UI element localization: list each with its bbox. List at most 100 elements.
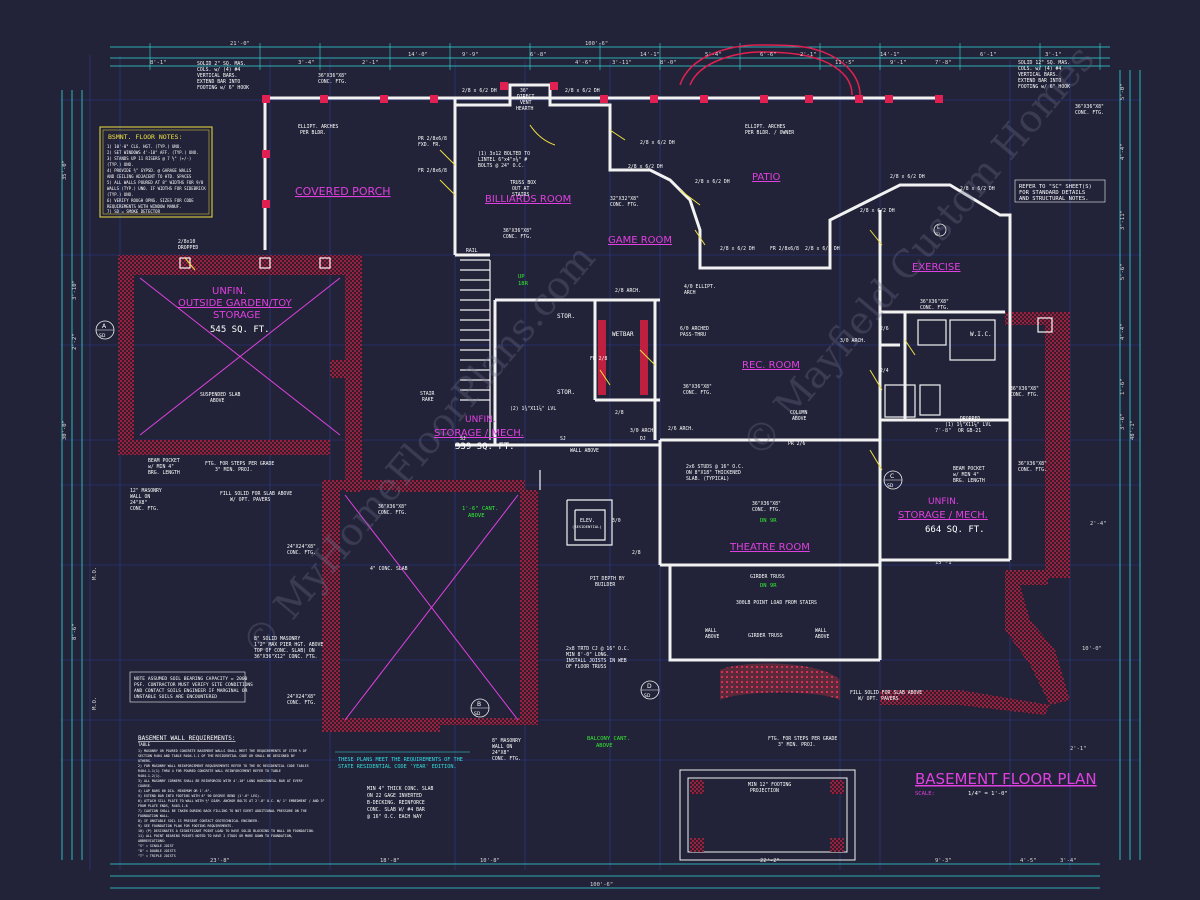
scale-value: 1/4" = 1'-0" bbox=[968, 791, 1008, 797]
slab-line: CONC. SLAB W/ #4 BAR bbox=[367, 807, 425, 813]
dim-bottom: 9'-3" bbox=[935, 858, 952, 864]
right-walls bbox=[720, 312, 1070, 715]
sj-label: SJ bbox=[560, 436, 566, 442]
dim-top: 21'-0" bbox=[230, 41, 250, 47]
dim-top: 2'-1" bbox=[800, 52, 817, 58]
wall-req-line: 1) MASONRY OR POURED CONCRETE BASEMENT W… bbox=[138, 749, 307, 753]
dim-top: 100'-6" bbox=[585, 41, 608, 47]
pier: 1'2" MAX PIER HGT. ABOVE bbox=[254, 642, 323, 648]
wall-req-line: 7) CAUTION SHALL BE TAKEN DURING BACK FI… bbox=[138, 809, 307, 813]
direct-vent: DIRECT bbox=[517, 94, 534, 100]
arch-pass: 6/0 ARCHED bbox=[680, 326, 709, 332]
door-28: 2/8 bbox=[615, 410, 624, 416]
green-annotations: UP 18R DN 9R DN 9R BALCONY CANT. ABOVE 1… bbox=[462, 274, 777, 749]
trtd: 2x8 TRTD CJ @ 16" O.C. bbox=[566, 646, 630, 652]
room-game: GAME ROOM bbox=[608, 235, 672, 246]
dim-left: 30'-0" bbox=[62, 420, 68, 440]
room-billiards: BILLIARDS ROOM bbox=[485, 194, 571, 205]
dim-top: 11'-5" bbox=[835, 60, 855, 66]
soil-line: AND CONTACT SOILS ENGINEER IF MARGINAL O… bbox=[134, 688, 248, 694]
refer-line: AND STRUCTURAL NOTES. bbox=[1019, 196, 1089, 202]
wall-req-line: "D" = DOUBLE JOISTS bbox=[138, 849, 176, 853]
room-elev: ELEV. bbox=[580, 518, 595, 524]
window-label: 2/8 x 6/2 DH bbox=[565, 88, 600, 94]
fill-solid: FILL SOLID FOR SLAB ABOVE bbox=[220, 491, 292, 497]
bolted: LINTEL 6"x4"x⅜" # bbox=[478, 156, 527, 163]
sj-label-2: SJ bbox=[460, 436, 466, 442]
window-label: 2/8 x 6/2 DH bbox=[628, 164, 663, 170]
beam-pocket: BEAM POCKET bbox=[148, 458, 180, 464]
dim-right: 5'-0" bbox=[1120, 83, 1126, 100]
wall-req-line: FROM PLATE ENDS, R403.1.6 bbox=[138, 804, 188, 808]
arch-28: 2/8 ARCH. bbox=[615, 288, 641, 294]
room-wic: W.I.C. bbox=[970, 331, 992, 338]
wall-req-line: R404.1.2(1). bbox=[138, 774, 162, 778]
solid-cols: FOOTING w/ 6" HOOK bbox=[197, 85, 249, 91]
dim-top: 6'-1" bbox=[980, 52, 997, 58]
truss-box: STAIRS bbox=[512, 192, 529, 198]
room-patio: PATIO bbox=[752, 172, 781, 183]
masonry-wall: WALL ON bbox=[130, 494, 150, 500]
suspended-slab: ABOVE bbox=[210, 398, 225, 404]
solid-cols: COLS. w/ (4) #4 bbox=[197, 67, 240, 73]
wall-req-title: BASEMENT WALL REQUIREMENTS: bbox=[138, 735, 236, 742]
wall-req-line: SECTION R404 AND TABLE R404.1.1 OF THE R… bbox=[138, 754, 295, 758]
room-storage-west-2: STORAGE / MECH. bbox=[434, 428, 524, 439]
wall-requirements: BASEMENT WALL REQUIREMENTS: TABLE 1) MAS… bbox=[138, 735, 325, 858]
up-risers: 18R bbox=[518, 281, 529, 287]
dim-right: 10'-0" bbox=[1082, 646, 1102, 652]
dim-right: 4'-4" bbox=[1120, 143, 1126, 160]
dim-bottom: 23'-8" bbox=[210, 858, 230, 864]
refer-note: REFER TO "SC" SHEET(S) FOR STANDARD DETA… bbox=[1014, 179, 1106, 203]
code-line: THESE PLANS MEET THE REQUIREMENTS OF THE bbox=[338, 757, 463, 763]
cant-label-2: ABOVE bbox=[468, 513, 485, 519]
note-line: 2) SET WINDOWS 4'-10" AFF. (TYP.) UNO. bbox=[107, 150, 199, 155]
dim-bottom: 10'-8" bbox=[480, 858, 500, 864]
dim-right: 7'-8" bbox=[935, 428, 952, 434]
wall-above: WALL ABOVE bbox=[570, 448, 599, 454]
room-stor-1: STOR. bbox=[557, 313, 575, 320]
dn-risers: DN 9R bbox=[760, 518, 777, 524]
pit-depth: PIT DEPTH BY bbox=[590, 576, 625, 582]
ftg-36-9: 36"X36"X8" bbox=[318, 73, 347, 79]
wall-req-line: 11) ALL POINT BEARING POINTS NOTED TO HA… bbox=[138, 834, 293, 838]
ftg-36-6: CONC. FTG. bbox=[1018, 467, 1047, 473]
rail-label: RAIL bbox=[466, 248, 478, 254]
dim-top: 8'-0" bbox=[660, 60, 677, 66]
door-pr26: PR 2/6 bbox=[788, 441, 805, 447]
code-line: STATE RESIDENTIAL CODE 'YEAR' EDITION. bbox=[338, 764, 457, 770]
dim-top: 4'-6" bbox=[575, 60, 592, 66]
note-line: AND CEILING ADJACENT TO HTD. SPACES bbox=[107, 174, 192, 179]
ftg-36-5: CONC. FTG. bbox=[1010, 392, 1039, 398]
window-label: 2/8 x 6/2 DH bbox=[805, 246, 840, 252]
wall-req-line: 2) FOR MASONRY WALL REINFORCEMENT REQUIR… bbox=[138, 764, 309, 768]
dim-left: 3'-10" bbox=[72, 280, 78, 300]
arch-26: 2/6 ARCH. bbox=[668, 426, 694, 432]
room-covered-porch: COVERED PORCH bbox=[295, 185, 391, 198]
note-line: 6) VERIFY ROUGH OPNG. SIZES FOR CODE bbox=[107, 198, 194, 203]
wall-above-3: WALL bbox=[815, 628, 827, 634]
wall-req-line: 3) ALL MASONRY CORNERS SHALL BE REINFORC… bbox=[138, 779, 303, 783]
girder-truss-2: GIRDER TRUSS bbox=[748, 633, 783, 639]
dim-top: 6'-6" bbox=[760, 52, 777, 58]
note-line: WALLS (TYP.) UNO. IF WIDTHS FOR SIDEBRIC… bbox=[107, 186, 206, 191]
elipt-arch: 4/0 ELLIPT. bbox=[684, 284, 716, 290]
dim-top: 3'-1" bbox=[1045, 52, 1062, 58]
door-26: 2/6 bbox=[880, 326, 889, 332]
dropped: (1) 1¾"X11⅞" LVL bbox=[945, 421, 991, 428]
beam-pocket: w/ MIN 4" bbox=[148, 464, 174, 470]
window-label: 2/8 x 6/2 DH bbox=[720, 246, 755, 252]
wall-req-line: "S" = SINGLE JOIST bbox=[138, 844, 174, 848]
right-dimensions: 5'-0" 4'-4" 3'-11" 5'-6" 4'-4" 1'-6" 3'-… bbox=[935, 83, 1136, 752]
window-label: 2/8 x 6/2 DH bbox=[462, 88, 497, 94]
truss-box: TRUSS BOX bbox=[510, 180, 536, 186]
plan-title-text: BASEMENT FLOOR PLAN bbox=[915, 770, 1097, 788]
ftg-36-3: CONC. FTG. bbox=[683, 390, 712, 396]
wall-req-line: OTHERS. bbox=[138, 759, 152, 763]
dim-left: M.O. bbox=[92, 567, 98, 580]
min-footing: MIN 12" FOOTING bbox=[748, 782, 791, 788]
dim-top: 9'-9" bbox=[462, 52, 479, 58]
dim-top: 3'-4" bbox=[298, 60, 315, 66]
top-dimensions: 21'-0" 8'-1" 3'-4" 2'-1" 14'-0" 9'-9" 6'… bbox=[150, 41, 1062, 66]
wall-req-line: FOUNDATION WALL. bbox=[138, 814, 170, 818]
